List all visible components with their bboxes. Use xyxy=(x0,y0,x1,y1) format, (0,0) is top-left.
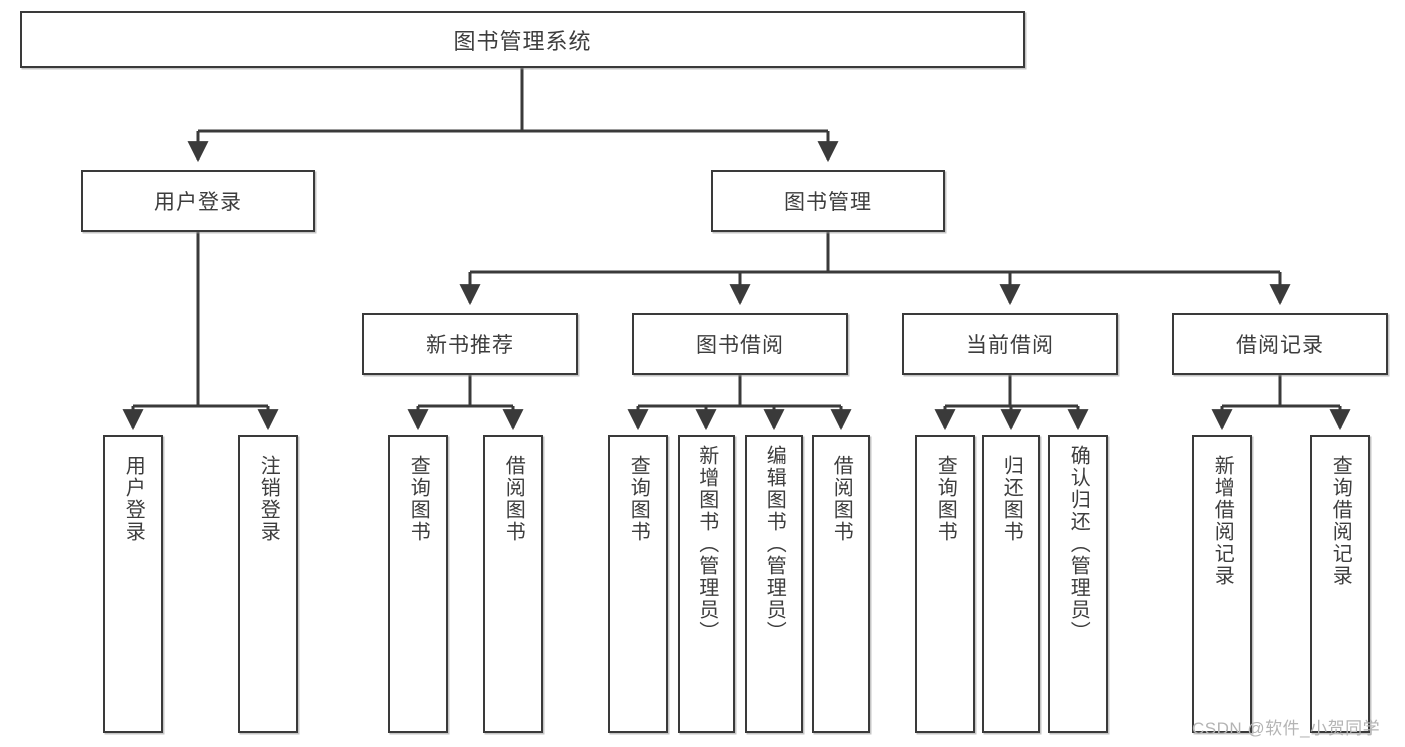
node-leaf-return-book-label: 归还图书 xyxy=(1000,455,1023,543)
node-leaf-confirm-return[interactable]: 确认归还（管理员） xyxy=(1048,435,1108,733)
node-borrow-record-label: 借阅记录 xyxy=(1236,334,1324,357)
node-leaf-query-book-1[interactable]: 查询图书 xyxy=(388,435,448,733)
node-leaf-query-record-label: 查询借阅记录 xyxy=(1329,455,1352,587)
node-new-book-recommend[interactable]: 新书推荐 xyxy=(362,313,578,375)
node-leaf-query-book-2[interactable]: 查询图书 xyxy=(608,435,668,733)
node-book-manage-label: 图书管理 xyxy=(784,191,872,214)
watermark-text: CSDN @软件_小贺同学 xyxy=(1192,719,1381,738)
node-leaf-edit-book[interactable]: 编辑图书（管理员） xyxy=(745,435,803,733)
node-leaf-borrow-book-1[interactable]: 借阅图书 xyxy=(483,435,543,733)
node-new-book-recommend-label: 新书推荐 xyxy=(426,334,514,357)
node-current-borrow-label: 当前借阅 xyxy=(966,334,1054,357)
node-borrow-record[interactable]: 借阅记录 xyxy=(1172,313,1388,375)
node-leaf-logout[interactable]: 注销登录 xyxy=(238,435,298,733)
node-leaf-borrow-book-2-label: 借阅图书 xyxy=(830,455,853,543)
node-leaf-add-record-label: 新增借阅记录 xyxy=(1211,455,1234,587)
node-book-manage[interactable]: 图书管理 xyxy=(711,170,945,232)
node-current-borrow[interactable]: 当前借阅 xyxy=(902,313,1118,375)
node-leaf-user-login[interactable]: 用户登录 xyxy=(103,435,163,733)
node-leaf-query-record[interactable]: 查询借阅记录 xyxy=(1310,435,1370,733)
node-leaf-add-record[interactable]: 新增借阅记录 xyxy=(1192,435,1252,733)
node-user-login[interactable]: 用户登录 xyxy=(81,170,315,232)
node-leaf-return-book[interactable]: 归还图书 xyxy=(982,435,1040,733)
node-leaf-add-book[interactable]: 新增图书（管理员） xyxy=(678,435,735,733)
node-root-system[interactable]: 图书管理系统 xyxy=(20,11,1025,68)
node-leaf-query-book-1-label: 查询图书 xyxy=(407,455,430,543)
node-leaf-logout-label: 注销登录 xyxy=(257,455,280,543)
node-book-borrow-label: 图书借阅 xyxy=(696,334,784,357)
node-leaf-query-book-3[interactable]: 查询图书 xyxy=(915,435,975,733)
node-leaf-query-book-2-label: 查询图书 xyxy=(627,455,650,543)
node-user-login-label: 用户登录 xyxy=(154,191,242,214)
node-leaf-borrow-book-1-label: 借阅图书 xyxy=(502,455,525,543)
node-book-borrow[interactable]: 图书借阅 xyxy=(632,313,848,375)
node-leaf-borrow-book-2[interactable]: 借阅图书 xyxy=(812,435,870,733)
node-leaf-user-login-label: 用户登录 xyxy=(122,455,145,543)
node-leaf-query-book-3-label: 查询图书 xyxy=(934,455,957,543)
node-leaf-add-book-label: 新增图书（管理员） xyxy=(695,445,718,643)
node-leaf-edit-book-label: 编辑图书（管理员） xyxy=(763,445,786,643)
node-leaf-confirm-return-label: 确认归还（管理员） xyxy=(1067,445,1090,643)
node-root-label: 图书管理系统 xyxy=(453,28,592,54)
